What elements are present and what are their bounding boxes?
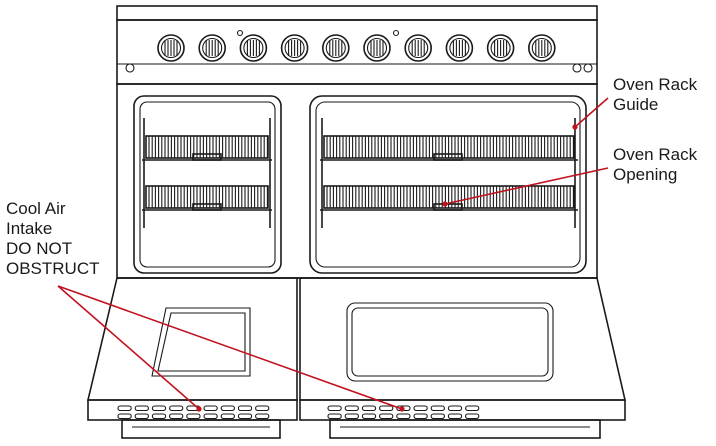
burner-knob-icon	[198, 34, 226, 62]
vent-slot	[447, 405, 463, 412]
range-top	[116, 5, 598, 85]
vent-slot	[203, 413, 218, 420]
left-oven-door	[86, 277, 298, 439]
vent-slot	[134, 405, 149, 412]
oven-frame	[116, 83, 598, 279]
vent-slot	[430, 413, 445, 420]
left-oven-cavity	[133, 95, 282, 274]
rack-opening-leader	[444, 167, 609, 205]
vent-slot	[255, 405, 270, 412]
vent-slot	[220, 405, 235, 412]
burner-knob-icon	[363, 34, 391, 62]
oven-rack	[142, 135, 272, 161]
burner-knob-icon	[486, 34, 515, 62]
cool-air-leader-right	[57, 285, 403, 410]
vent-slot	[186, 413, 201, 420]
pilot-dot-right	[392, 29, 400, 37]
vent-slot	[379, 405, 394, 412]
left-oven-racks	[142, 118, 272, 228]
vent-slot	[465, 413, 480, 420]
callout-cool-air-line1: Cool Air	[6, 199, 66, 218]
vent-slot	[134, 413, 149, 420]
vent-slot	[169, 413, 184, 420]
rack-guide-marker	[572, 124, 578, 130]
callout-cool-air-line2: Intake	[6, 219, 52, 238]
callout-cool-air-line3: DO NOT	[6, 239, 72, 258]
pilot-dot-left	[236, 29, 244, 37]
vent-slot	[430, 405, 445, 412]
callout-rack-guide-line2: Guide	[613, 95, 658, 114]
right-oven-cavity	[309, 95, 587, 274]
vent-slot	[327, 413, 342, 420]
burner-knobs	[157, 34, 556, 62]
oven-rack	[320, 135, 578, 161]
vent-slot	[413, 413, 428, 420]
indicator-light-left	[125, 63, 135, 73]
callout-rack-opening-line1: Oven Rack	[613, 145, 698, 164]
cool-air-leader-left	[57, 285, 200, 410]
burner-knob-icon	[527, 34, 556, 62]
right-oven-racks	[320, 118, 578, 228]
vent-slot	[220, 413, 235, 420]
rack-opening-marker	[442, 201, 448, 207]
vent-slot	[379, 413, 394, 420]
left-door-vents	[117, 405, 270, 420]
vent-slot	[255, 413, 270, 420]
vent-slot	[327, 405, 342, 412]
vent-slot	[465, 405, 480, 412]
vent-slot	[203, 405, 218, 412]
callout-cool-air-line4: OBSTRUCT	[6, 259, 100, 278]
oven-rack	[320, 185, 578, 211]
right-oven-door	[299, 277, 627, 439]
indicator-light-right-2	[583, 63, 593, 73]
vent-slot	[169, 405, 184, 412]
vent-slot	[447, 413, 463, 420]
cool-air-marker-left	[196, 406, 202, 412]
vent-slot	[344, 413, 359, 420]
vent-slot	[361, 413, 377, 420]
callout-rack-guide-line1: Oven Rack	[613, 75, 698, 94]
vent-slot	[396, 413, 411, 420]
indicator-light-right-1	[572, 63, 582, 73]
vent-slot	[151, 413, 167, 420]
vent-slot	[237, 413, 253, 420]
vent-slot	[344, 405, 359, 412]
vent-slot	[151, 405, 167, 412]
cool-air-marker-right	[399, 406, 405, 412]
callout-rack-opening-line2: Opening	[613, 165, 677, 184]
vent-slot	[237, 405, 253, 412]
burner-knob-icon	[321, 34, 350, 62]
burner-knob-icon	[157, 34, 185, 62]
vent-slot	[361, 405, 377, 412]
burner-knob-icon	[404, 34, 433, 62]
burner-knob-icon	[280, 34, 309, 62]
rack-guide-leader	[574, 97, 609, 128]
oven-rack	[142, 185, 272, 211]
burner-knob-icon	[445, 34, 474, 62]
vent-slot	[117, 405, 132, 412]
vent-slot	[117, 413, 132, 420]
burner-knob-icon	[239, 34, 268, 62]
vent-slot	[413, 405, 428, 412]
